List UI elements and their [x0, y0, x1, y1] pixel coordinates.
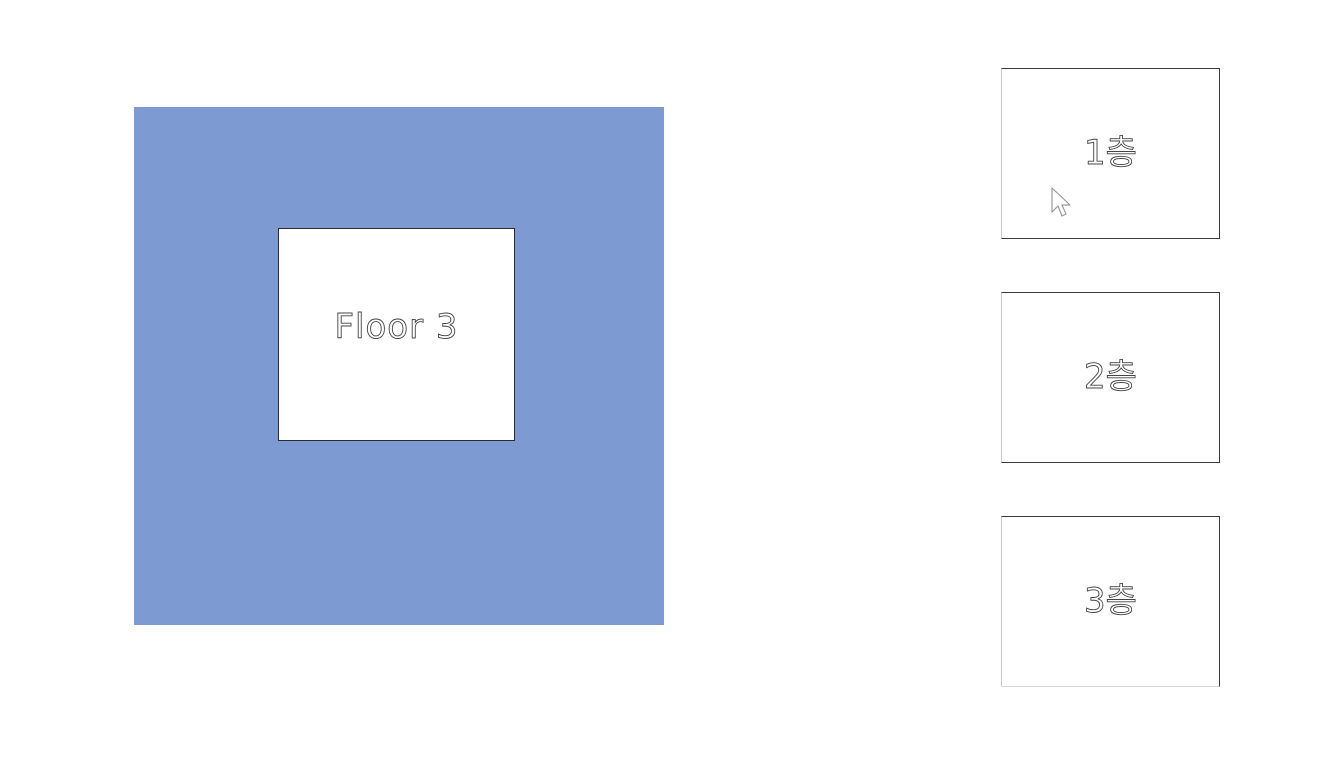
floor-2-label: 2층 — [1084, 357, 1138, 398]
current-floor-label: Floor 3 — [334, 306, 459, 347]
current-floor-card[interactable]: Floor 3 — [278, 228, 515, 441]
floor-1-button[interactable]: 1층 — [1001, 68, 1220, 239]
floor-3-button[interactable]: 3층 — [1001, 516, 1220, 687]
floor-display-panel: Floor 3 — [134, 107, 664, 625]
floor-1-label: 1층 — [1084, 133, 1138, 174]
floor-2-button[interactable]: 2층 — [1001, 292, 1220, 463]
floor-3-label: 3층 — [1084, 581, 1138, 622]
arrow-cursor-icon — [1051, 187, 1071, 217]
